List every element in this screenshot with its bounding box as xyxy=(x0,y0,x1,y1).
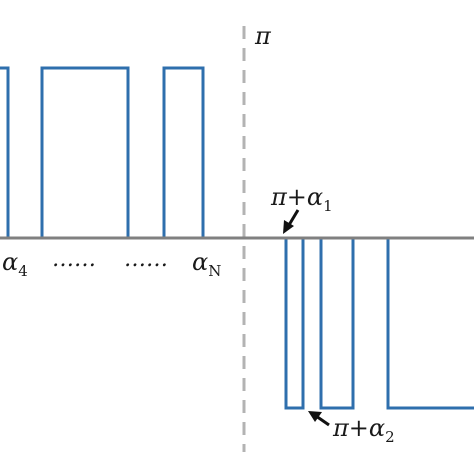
neg-pulse-1 xyxy=(284,238,305,410)
label-pi-plus-alpha-2: π+α2 xyxy=(332,414,395,446)
label-alpha-n: αN xyxy=(192,248,221,280)
positive-pulses xyxy=(0,66,205,237)
label-pi: π xyxy=(254,22,272,50)
neg-pulse-3 xyxy=(386,238,474,410)
pulse-partial-left xyxy=(0,66,10,237)
arrow-pi-plus-alpha-1 xyxy=(283,209,300,234)
neg-pulse-2 xyxy=(319,238,355,410)
label-dots-2: …… xyxy=(124,247,168,272)
arrow-pi-plus-alpha-2 xyxy=(308,411,330,427)
label-pi-plus-alpha-1: π+α1 xyxy=(270,183,333,215)
pulse-3 xyxy=(162,66,205,237)
label-alpha-4: α4 xyxy=(2,248,28,280)
negative-pulses xyxy=(284,238,474,410)
label-dots-1: …… xyxy=(52,247,96,272)
pulse-2 xyxy=(40,66,130,237)
